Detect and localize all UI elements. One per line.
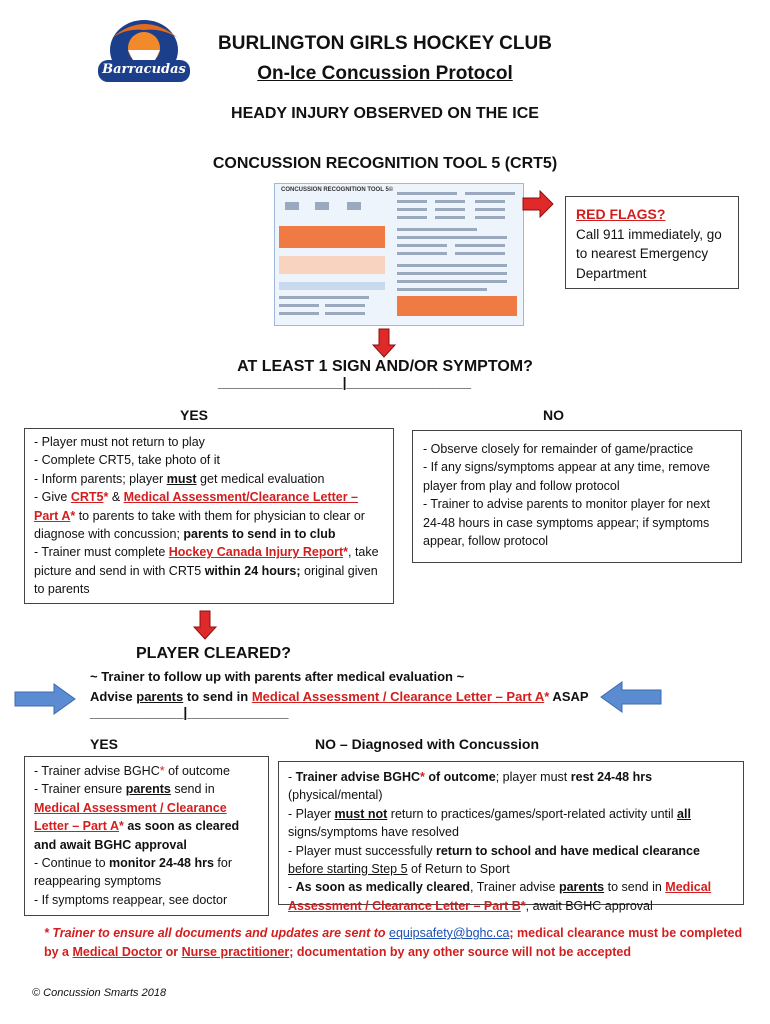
arrow-down-icon [372,328,396,358]
injury-report-link[interactable]: Hockey Canada Injury Report [169,545,343,559]
no-label: NO [543,407,564,423]
cleared-yes-line: - If symptoms reappear, see doctor [34,891,259,909]
medical-doctor-link[interactable]: Medical Doctor [73,945,163,959]
nurse-practitioner-link[interactable]: Nurse practitioner [182,945,290,959]
cleared-yes-line: - Trainer advise BGHC* of outcome [34,762,259,780]
yes-line: - Player must not return to play [34,433,384,451]
cleared-yes-box: - Trainer advise BGHC* of outcome - Trai… [24,756,269,916]
concussion-line: - As soon as medically cleared, Trainer … [288,878,734,915]
footnote: * Trainer to ensure all documents and up… [44,924,744,962]
no-line: - Trainer to advise parents to monitor p… [423,495,731,550]
club-name: BURLINGTON GIRLS HOCKEY CLUB [0,33,770,55]
crt5-document-image: CONCUSSION RECOGNITION TOOL 5© [274,183,524,326]
arrow-right-blue-icon [14,682,76,716]
no-line: - Observe closely for remainder of game/… [423,440,731,458]
arrow-down-icon [193,610,217,640]
red-flags-text: Call 911 immediately, go to nearest Emer… [576,225,728,284]
concussion-line: - Trainer advise BGHC* of outcome; playe… [288,768,734,805]
concussion-line: - Player must not return to practices/ga… [288,805,734,842]
cleared-branch-divider: ____________|_____________ [90,704,289,720]
advise-parents-line: Advise parents to send in Medical Assess… [90,689,589,704]
yes-actions-box: - Player must not return to play - Compl… [24,428,394,604]
cleared-yes-label: YES [90,736,118,752]
protocol-title: On-Ice Concussion Protocol [0,63,770,85]
yes-line: - Give CRT5* & Medical Assessment/Cleara… [34,488,384,543]
yes-line: - Inform parents; player must get medica… [34,470,384,488]
cleared-yes-line: - Trainer ensure parents send in Medical… [34,780,259,854]
email-link[interactable]: equipsafety@bghc.ca [389,926,509,940]
arrow-left-blue-icon [600,680,662,714]
no-line: - If any signs/symptoms appear at any ti… [423,458,731,495]
player-cleared-heading: PLAYER CLEARED? [136,645,291,663]
no-actions-box: - Observe closely for remainder of game/… [412,430,742,563]
tool-heading: CONCUSSION RECOGNITION TOOL 5 (CRT5) [0,155,770,173]
yes-line: - Complete CRT5, take photo of it [34,451,384,469]
concussion-box: - Trainer advise BGHC* of outcome; playe… [278,761,744,905]
concussion-line: - Player must successfully return to sch… [288,842,734,879]
cleared-no-label: NO – Diagnosed with Concussion [315,736,539,752]
follow-up-line: ~ Trainer to follow up with parents afte… [90,669,464,684]
crt5-document-heading: CONCUSSION RECOGNITION TOOL 5© [281,187,393,193]
red-flags-box: RED FLAGS? Call 911 immediately, go to n… [565,196,739,289]
cleared-yes-line: - Continue to monitor 24-48 hrs for reap… [34,854,259,891]
yes-label: YES [180,407,208,423]
arrow-right-icon [522,190,554,218]
red-flags-title: RED FLAGS? [576,205,728,225]
yes-line: - Trainer must complete Hockey Canada In… [34,543,384,598]
crt5-link[interactable]: CRT5 [71,490,104,504]
observed-heading: HEADY INJURY OBSERVED ON THE ICE [0,105,770,123]
copyright: © Concussion Smarts 2018 [32,987,166,999]
branch-divider: ________________|________________ [218,374,471,390]
clearance-letter-part-a-link[interactable]: Medical Assessment / Clearance Letter – … [252,689,544,704]
